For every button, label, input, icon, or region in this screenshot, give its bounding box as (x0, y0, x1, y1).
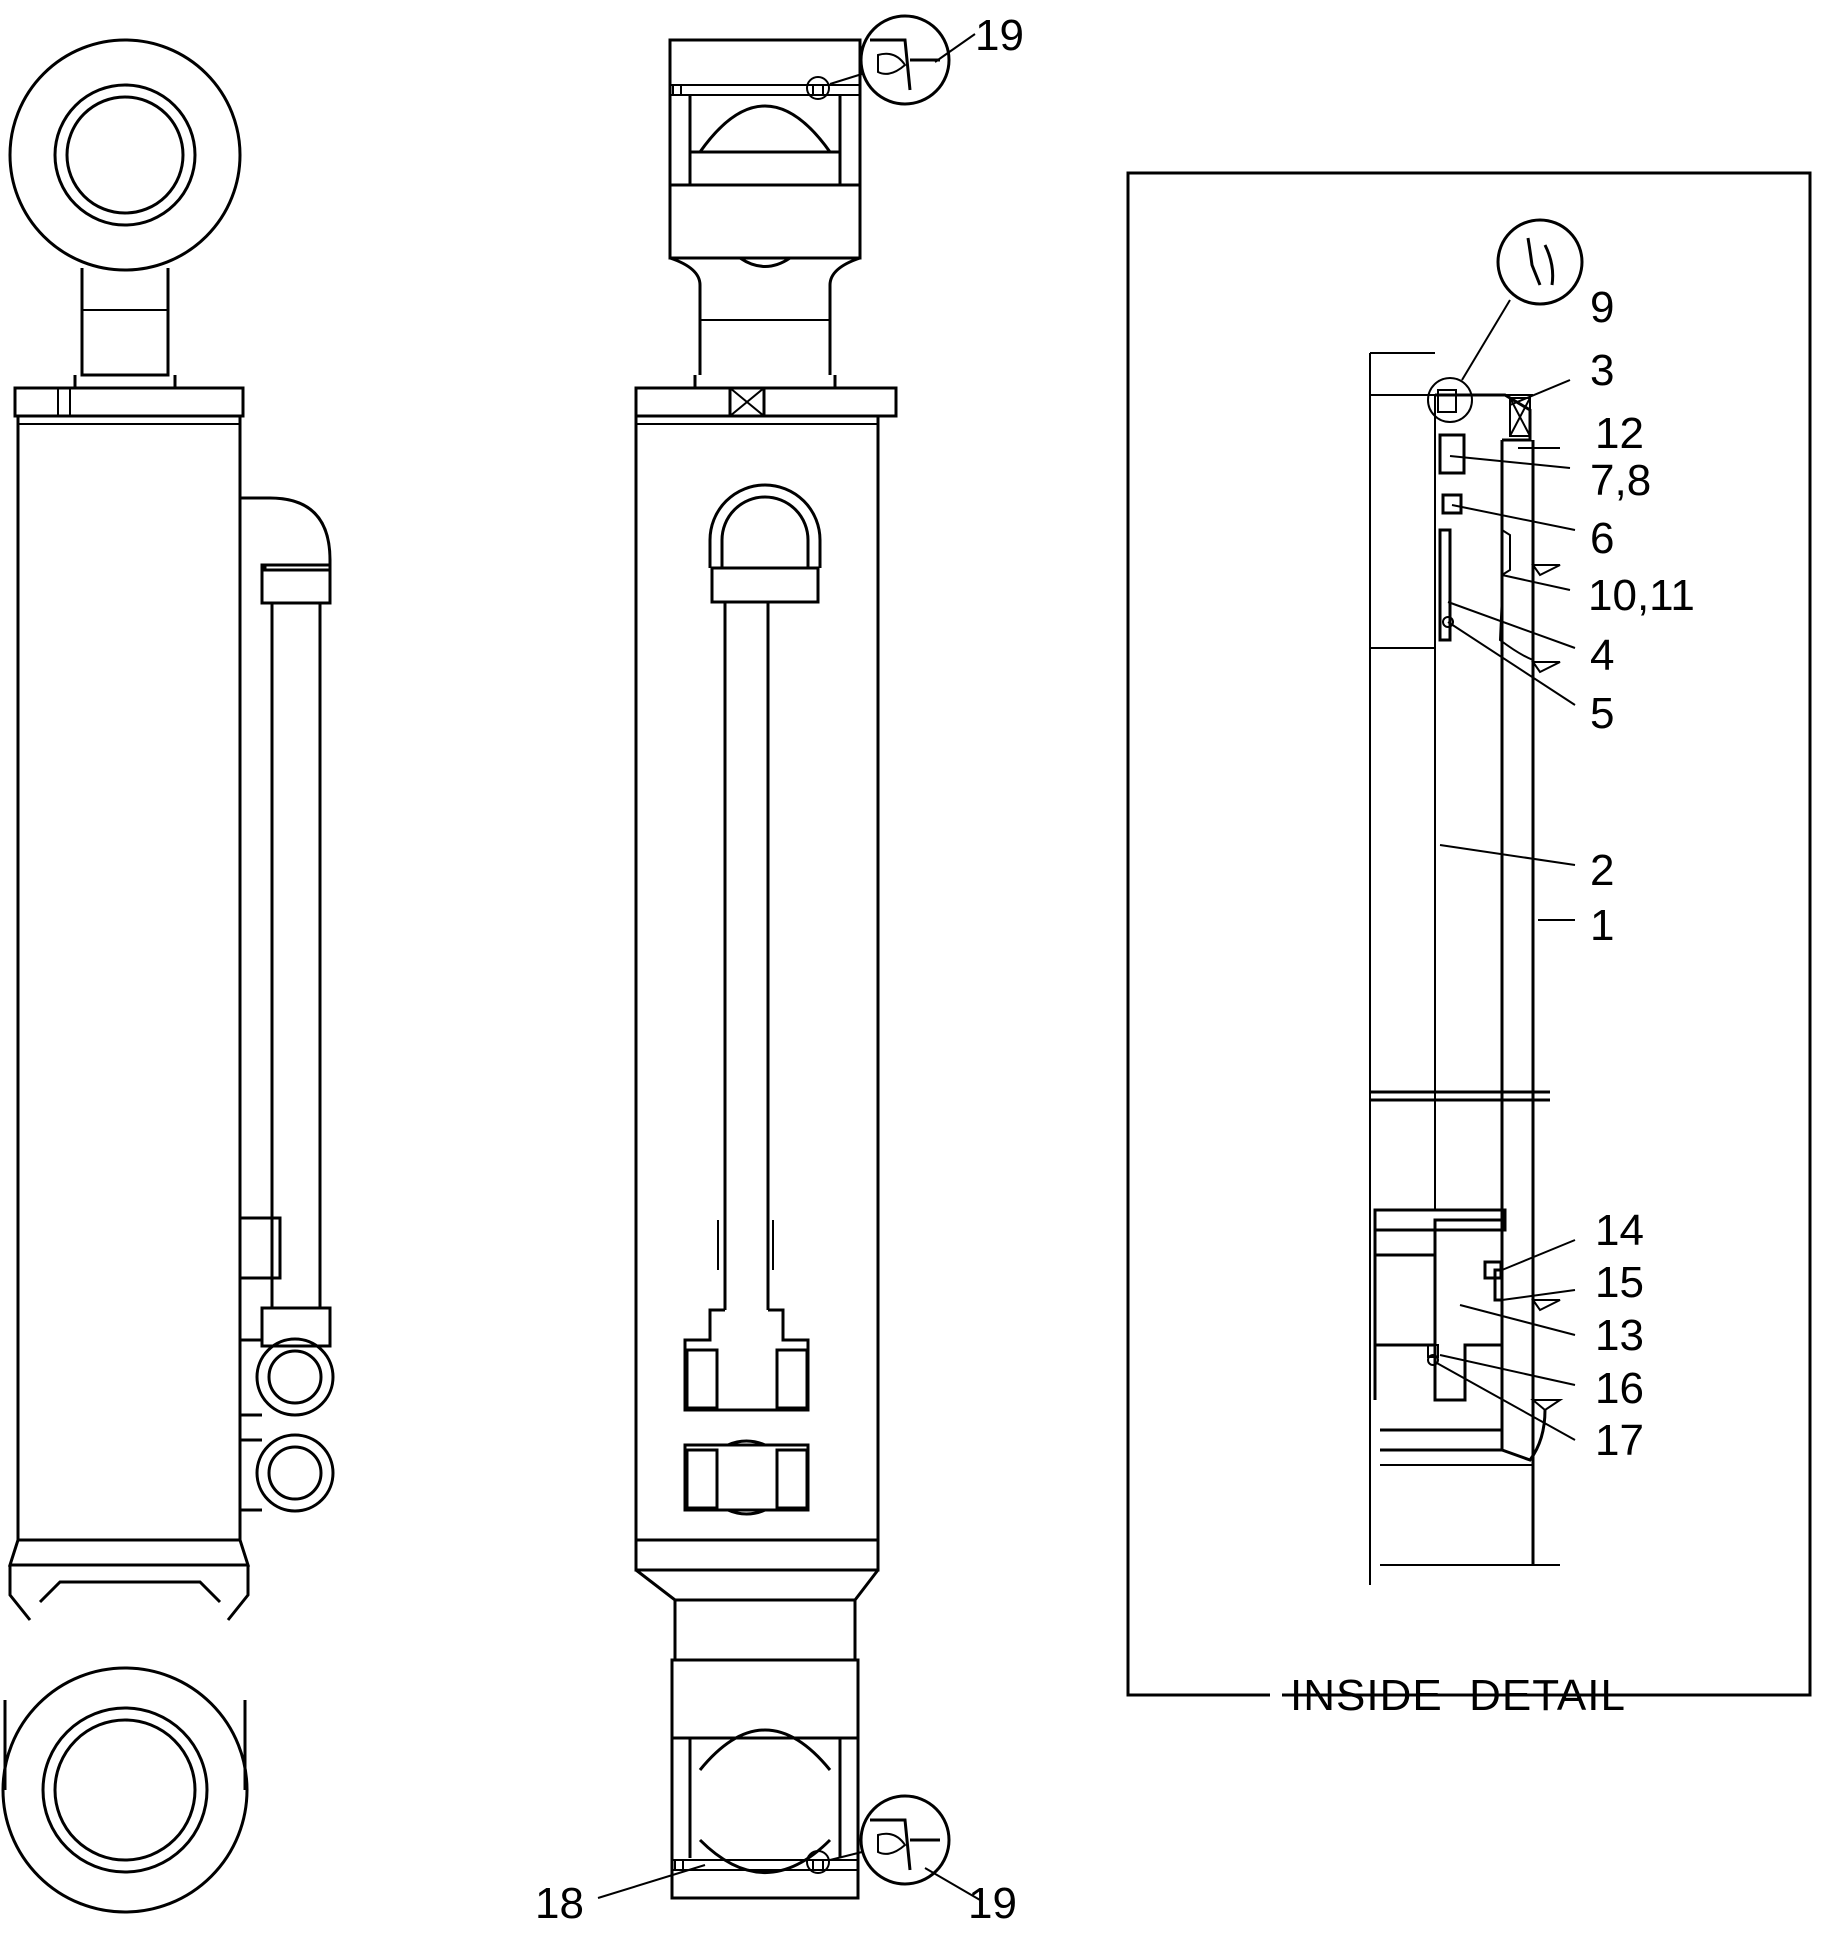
label-5: 5 (1590, 689, 1614, 738)
callout-labels: 19 19 18 9 3 12 7,8 6 10,11 4 5 2 1 14 1… (535, 11, 1695, 1928)
detail-frame (1126, 171, 1812, 1697)
label-18: 18 (535, 1879, 584, 1928)
left-cylinder-view (1, 38, 335, 1914)
label-6: 6 (1590, 514, 1614, 563)
label-1: 1 (1590, 901, 1614, 950)
label-2: 2 (1590, 846, 1614, 895)
label-4: 4 (1590, 631, 1614, 680)
inside-detail-title: INSIDE DETAIL (1290, 1671, 1626, 1720)
top-eye-ring (53, 83, 197, 227)
label-15: 15 (1595, 1258, 1644, 1307)
label-19-bottom: 19 (968, 1879, 1017, 1928)
top-eye-bore (65, 95, 185, 215)
label-14: 14 (1595, 1206, 1644, 1255)
label-12: 12 (1595, 409, 1644, 458)
label-10-11: 10,11 (1588, 571, 1695, 620)
label-19-top: 19 (975, 11, 1024, 60)
label-9: 9 (1590, 283, 1614, 332)
label-13: 13 (1595, 1311, 1644, 1360)
label-3: 3 (1590, 346, 1614, 395)
bottom-eye-outer (1, 1666, 249, 1914)
top-eye-outer (8, 38, 242, 272)
seal-19-bottom-callout (806, 1794, 981, 1901)
label-7-8: 7,8 (1590, 456, 1651, 505)
top-rod-neck (80, 268, 170, 377)
inside-detail-panel (1126, 171, 1812, 1697)
middle-cylinder-view (634, 38, 898, 1900)
label-17: 17 (1595, 1416, 1644, 1465)
label-16: 16 (1595, 1364, 1644, 1413)
seal-19-top-callout (806, 14, 976, 106)
